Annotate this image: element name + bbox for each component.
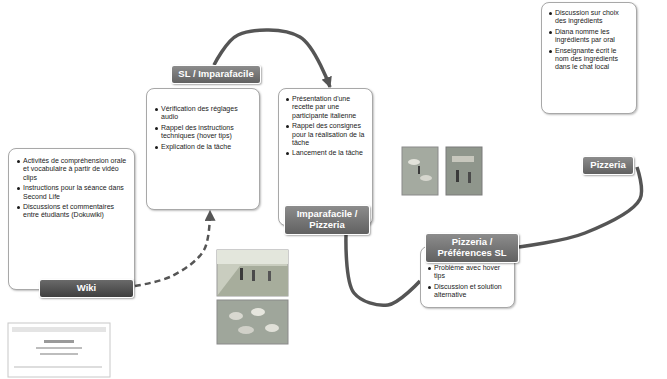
stage-label: Wiki — [39, 279, 134, 298]
avatar — [468, 172, 471, 183]
avatar — [418, 166, 420, 174]
stage-box: SL / ImparafacileVérification des réglag… — [146, 88, 260, 210]
flow-arrow — [519, 167, 642, 247]
counter — [452, 156, 474, 162]
bullet-item: Présentation d'une recette par une parti… — [284, 95, 368, 120]
wiki-thumbnail — [8, 323, 110, 377]
bullet-item: Instructions pour la séance dans Second … — [15, 184, 129, 201]
screenshot-frame — [446, 147, 482, 195]
stage-box: WikiActivités de compréhension orale et … — [8, 148, 135, 290]
bullet-item: Vérification des réglages audio — [153, 105, 254, 122]
screenshot-frame — [402, 147, 438, 195]
stage-box: Imparafacile / PizzeriaPrésentation d'un… — [278, 88, 373, 226]
screenshot — [402, 147, 438, 195]
disc — [420, 175, 432, 181]
bullet-item: Enseignante écrit le nom des ingrédients… — [547, 47, 632, 72]
stage-box: Pizzeria / Préférences SLProblème avec h… — [420, 246, 515, 308]
thumbnail-line — [40, 353, 78, 355]
thumbnail-line — [36, 347, 82, 349]
bullet-item: Problème avec hover tips — [426, 264, 510, 281]
bullet-item: Discussions et commentaires entre étudia… — [15, 203, 129, 220]
avatar — [252, 270, 255, 281]
screenshot — [446, 147, 482, 195]
avatar — [268, 271, 271, 281]
stage-label: Pizzeria / Préférences SL — [425, 233, 519, 263]
disc — [265, 324, 279, 332]
flow-arrow — [135, 211, 210, 286]
avatar — [456, 170, 459, 182]
disc — [229, 312, 243, 320]
bullet-item: Explication de la tâche — [153, 143, 254, 151]
flow-arrow — [346, 235, 420, 305]
screenshot — [217, 300, 288, 344]
stage-label: Pizzeria — [582, 156, 634, 175]
bullet-item: Rappel des instructions techniques (hove… — [153, 124, 254, 141]
bullet-item: Lancement de la tâche — [284, 149, 368, 157]
disc — [251, 308, 265, 316]
stage-label: Imparafacile / Pizzeria — [284, 205, 370, 235]
screenshot — [217, 250, 288, 296]
disc — [408, 159, 420, 165]
disc — [238, 326, 254, 334]
thumbnail-line — [14, 366, 102, 368]
bullet-item: Activités de compréhension orale et voca… — [15, 157, 129, 182]
bullet-item: Diana nomme les ingrédients par oral — [547, 28, 632, 45]
screenshot-sky — [217, 250, 288, 264]
screenshot-frame — [217, 300, 288, 344]
thumbnail-frame — [8, 323, 110, 377]
screenshot-floor — [217, 266, 288, 296]
thumbnail-line — [44, 340, 74, 343]
bullet-item: Rappel des consignes pour la réalisation… — [284, 122, 368, 147]
bullet-item: Discussion et solution alternative — [426, 283, 510, 300]
avatar — [240, 268, 243, 280]
bullet-item: Discussion sur choix des ingrédients — [547, 9, 632, 26]
thumbnail-bar — [12, 327, 106, 332]
stage-box: PizzeriaDiscussion sur choix des ingrédi… — [541, 2, 637, 114]
stage-label: SL / Imparafacile — [171, 65, 261, 84]
screenshot-frame — [217, 250, 288, 296]
